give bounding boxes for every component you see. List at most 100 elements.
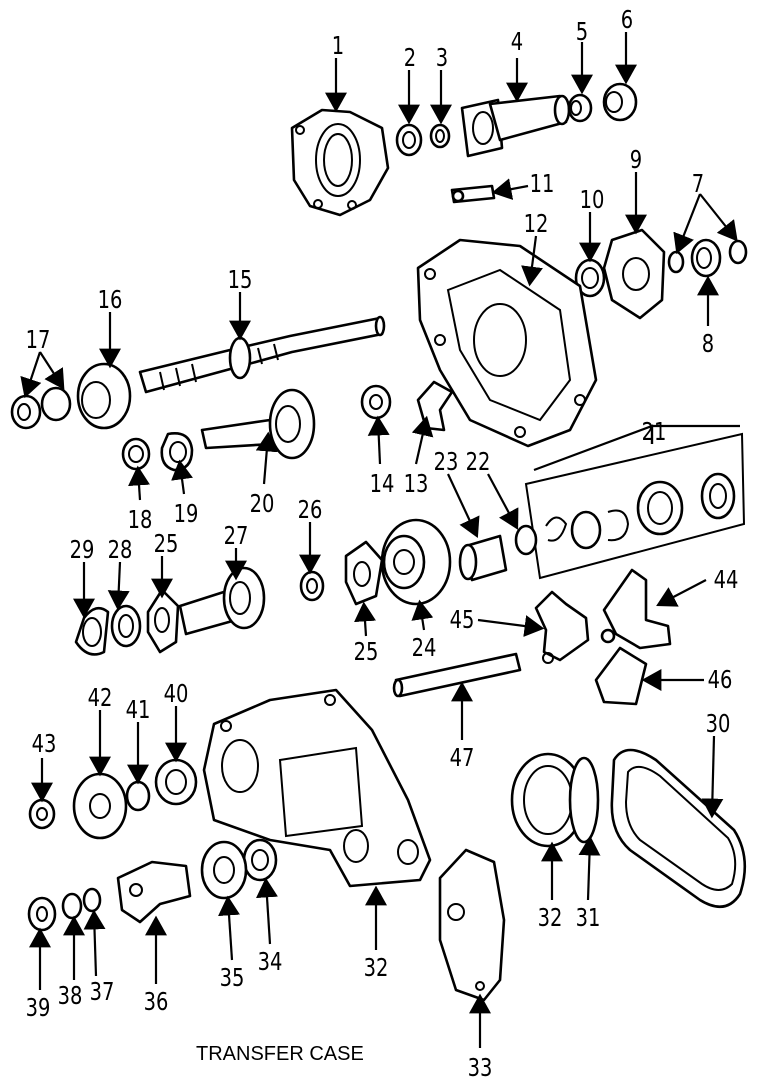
callout-15: 15 <box>228 266 253 295</box>
part-44-fork <box>600 568 672 650</box>
callout-40: 40 <box>164 680 189 709</box>
part-35-ring <box>200 840 248 900</box>
callout-26: 26 <box>298 496 323 525</box>
callout-45: 45 <box>450 606 475 635</box>
part-23-sleeve <box>458 534 508 582</box>
callout-19: 19 <box>174 500 199 529</box>
callout-16: 16 <box>98 286 123 315</box>
callout-18: 18 <box>128 506 153 535</box>
callout-47: 47 <box>450 744 475 773</box>
part-9-plate <box>602 228 666 320</box>
part-29-snap-ring <box>74 606 110 656</box>
callout-36: 36 <box>144 988 169 1017</box>
part-30-chain <box>610 748 747 908</box>
callout-29: 29 <box>70 536 95 565</box>
part-4-extension-tube <box>460 94 571 158</box>
part-11-sensor <box>450 184 496 204</box>
part-33-cover <box>438 848 506 1002</box>
part-45-fork <box>534 590 590 664</box>
callout-31: 31 <box>576 904 601 933</box>
callout-32-b: 32 <box>364 954 389 983</box>
part-27-gear <box>178 566 266 636</box>
callout-7: 7 <box>692 170 704 199</box>
part-1-front-housing <box>290 108 390 217</box>
part-16-gear <box>76 362 132 430</box>
callout-28: 28 <box>108 536 133 565</box>
callout-1: 1 <box>332 32 344 61</box>
callout-33: 33 <box>468 1054 493 1083</box>
part-28-ring <box>110 604 142 648</box>
callout-5: 5 <box>576 18 588 47</box>
part-2-seal <box>395 123 423 157</box>
part-36-yoke <box>116 860 192 924</box>
part-20-gear-shaft <box>200 388 316 460</box>
part-8-bearing <box>690 238 722 278</box>
part-38-seal <box>61 892 83 920</box>
callout-38: 38 <box>58 982 83 1011</box>
callout-42: 42 <box>88 684 113 713</box>
part-26-ring <box>299 570 325 602</box>
part-40-seal <box>154 758 198 806</box>
callout-43: 43 <box>32 730 57 759</box>
callout-34: 34 <box>258 948 283 977</box>
callout-25-a: 25 <box>354 638 379 667</box>
callout-17: 17 <box>26 326 51 355</box>
part-24-drum <box>380 518 452 606</box>
part-42-flange <box>72 772 128 840</box>
part-15-mainshaft <box>138 315 386 394</box>
callout-20: 20 <box>250 490 275 519</box>
part-31-32-sprocket <box>510 752 600 848</box>
part-19-snap-ring <box>160 432 194 472</box>
callout-23: 23 <box>434 448 459 477</box>
part-6-seal <box>602 82 638 122</box>
leader-lines <box>20 32 740 1048</box>
callout-14: 14 <box>370 470 395 499</box>
part-21-bearing-set <box>524 432 746 580</box>
callout-12: 12 <box>524 210 549 239</box>
part-25-plate <box>344 540 384 606</box>
callout-8: 8 <box>702 330 714 359</box>
part-18-ring <box>121 437 151 471</box>
callout-24: 24 <box>412 634 437 663</box>
callout-labels: 1 2 3 4 5 6 7 8 9 10 11 12 13 14 15 16 1… <box>26 6 739 1083</box>
part-43-nut <box>28 798 56 830</box>
part-32-main-case <box>202 688 432 888</box>
part-34-seal <box>242 838 278 882</box>
part-12-case-half <box>416 238 598 448</box>
part-14-bearing <box>360 384 392 420</box>
callout-27: 27 <box>224 522 249 551</box>
callout-2: 2 <box>404 44 416 73</box>
callout-9: 9 <box>630 146 642 175</box>
part-41-ring <box>125 780 151 812</box>
part-3-ring <box>429 123 451 149</box>
callout-4: 4 <box>511 28 523 57</box>
part-37-washer <box>82 887 102 913</box>
callout-3: 3 <box>436 44 448 73</box>
part-39-nut <box>27 896 57 932</box>
callout-30: 30 <box>706 710 731 739</box>
part-17-bearings <box>10 386 72 430</box>
callout-6: 6 <box>621 6 633 35</box>
callout-39: 39 <box>26 994 51 1023</box>
callout-21: 21 <box>642 418 667 447</box>
callout-25-b: 25 <box>154 530 179 559</box>
callout-13: 13 <box>404 470 429 499</box>
part-5-bushing <box>567 93 593 123</box>
part-46-pad <box>594 646 648 706</box>
part-22-ring <box>514 524 538 556</box>
callout-35: 35 <box>220 964 245 993</box>
part-25b-plate <box>146 588 180 654</box>
callout-46: 46 <box>708 666 733 695</box>
callout-32-a: 32 <box>538 904 563 933</box>
callout-22: 22 <box>466 448 491 477</box>
callout-37: 37 <box>90 978 115 1007</box>
callout-11: 11 <box>530 170 555 199</box>
part-13-clip <box>416 380 454 432</box>
callout-41: 41 <box>126 696 151 725</box>
callout-10: 10 <box>580 186 605 215</box>
diagram-caption: TRANSFER CASE <box>196 1043 364 1065</box>
part-47-rod <box>392 652 522 698</box>
callout-44: 44 <box>714 566 739 595</box>
